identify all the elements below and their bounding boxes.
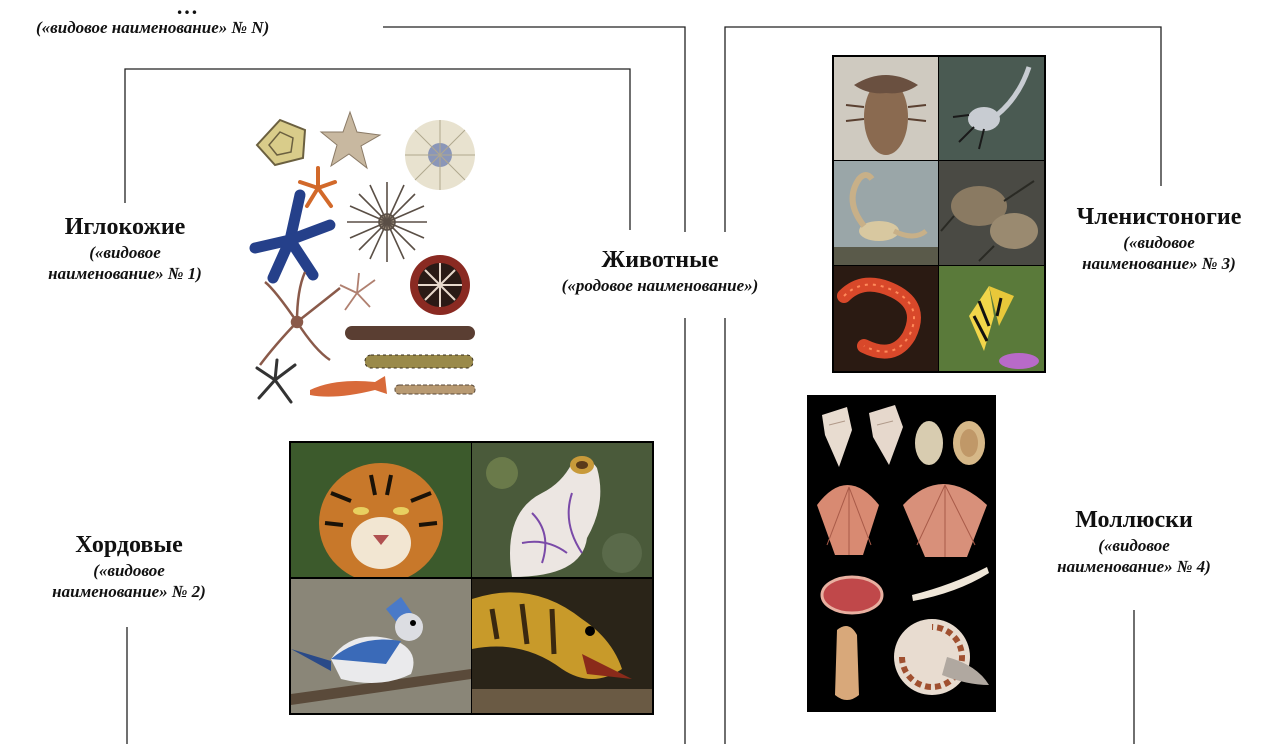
sea-cucumber-icon [345,326,475,340]
echinoderms-title: Иглокожие [0,212,250,242]
echinoderms-sub1: («видовое [0,242,250,263]
moray-eel-photo [472,579,652,713]
swallowtail-butterfly-photo [939,266,1044,371]
top-ellipsis: … [176,0,198,20]
brittle-star-icon [260,272,340,365]
spiky-sea-cucumber-icon [365,355,473,368]
arthropods-photo-grid [832,55,1046,373]
chordates-title: Хордовые [0,530,258,560]
feather-star-icon [347,182,427,262]
chordates-sub1: («видовое [0,560,258,581]
striped-sea-cucumber-icon [395,385,475,394]
blue-jay-photo [291,579,471,713]
center-title: Животные [505,245,815,275]
center-label: Животные («родовое наименование») [505,245,815,296]
sand-dollar-icon [257,120,305,165]
sea-urchin-icon [405,120,475,190]
label-chordates: Хордовые («видовое наименование» № 2) [0,530,258,603]
thin-brittle-star-icon [340,273,375,310]
shell-collage [807,395,996,712]
chordates-sub2: наименование» № 2) [0,581,258,602]
label-arthropods: Членистоногие («видовое наименование» № … [1040,202,1278,275]
scorpion-photo [834,161,938,265]
mollusks-sub1: («видовое [1010,535,1258,556]
sea-snail-icon [835,626,859,700]
arthropods-sub1: («видовое [1040,232,1278,253]
echinoderm-collage [245,110,480,410]
red-urchin-icon [410,255,470,315]
orange-sea-cucumber-icon [310,376,387,397]
arthropods-title: Членистоногие [1040,202,1278,232]
top-species-label: («видовое наименование» № N) [36,18,269,38]
small-orange-star-icon [300,168,335,206]
chordates-photo-grid [289,441,654,715]
centipede-photo [834,266,938,371]
dark-brittle-star-icon [257,360,295,402]
mollusks-sub2: наименование» № 4) [1010,556,1258,577]
mollusks-title: Моллюски [1010,505,1258,535]
chiton-icon [822,577,882,613]
cowrie-shell-icon [915,421,943,465]
tiger-photo [291,443,471,577]
sea-scorpion-photo [939,57,1044,160]
cushion-star-icon [321,112,380,168]
sea-squirt-photo [472,443,652,577]
label-mollusks: Моллюски («видовое наименование» № 4) [1010,505,1258,578]
blue-starfish-icon [255,195,330,278]
label-echinoderms: Иглокожие («видовое наименование» № 1) [0,212,250,285]
center-subtitle: («родовое наименование») [505,275,815,296]
echinoderms-sub2: наименование» № 1) [0,263,250,284]
crabs-photo [939,161,1044,265]
arthropods-sub2: наименование» № 3) [1040,253,1278,274]
trilobite-photo [834,57,938,160]
